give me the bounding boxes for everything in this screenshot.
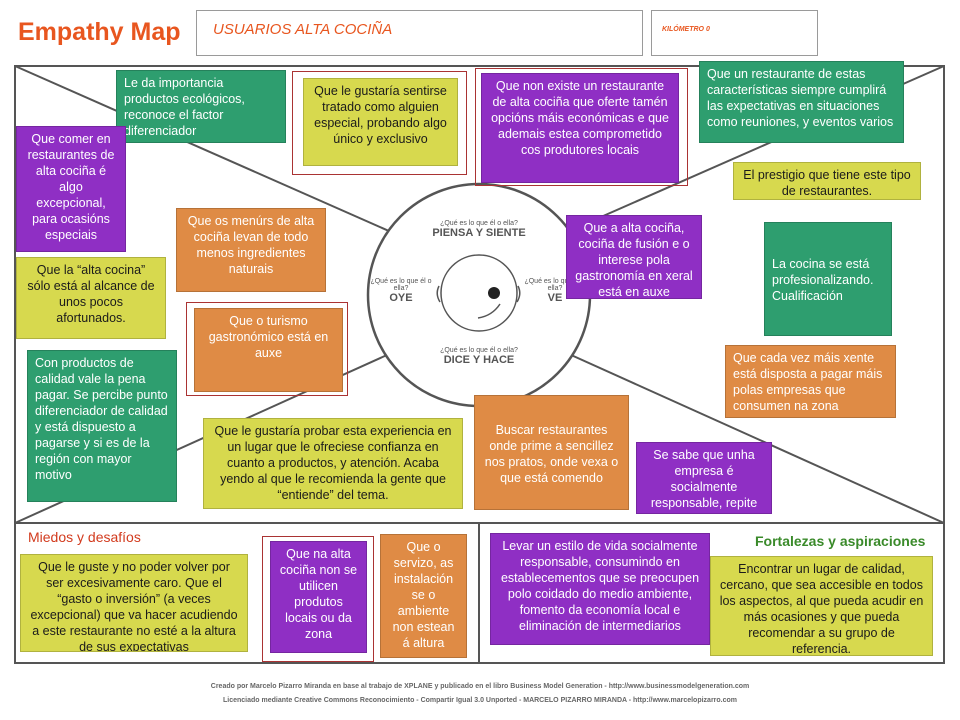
note-menus[interactable]: Que os menúrs de alta cociña levan de to… xyxy=(176,208,326,292)
note-few-lucky[interactable]: Que la “alta cocina” sólo está al alcanc… xyxy=(16,257,166,339)
stage-box[interactable]: KILÓMETRO 0 xyxy=(651,10,818,56)
note-treated-special[interactable]: Que le gustaría sentirse tratado como al… xyxy=(303,78,458,166)
strengths-title: Fortalezas y aspiraciones xyxy=(755,533,926,549)
fear-expensive[interactable]: Que le guste y no poder volver por ser e… xyxy=(20,554,248,652)
note-fusion-cuisine[interactable]: Que a alta cociña, cociña de fusión e o … xyxy=(566,215,702,299)
hear-label: ¿Qué es lo que él o ella? OYE xyxy=(370,278,432,304)
footer-credit: Creado por Marcelo Pizarro Miranda en ba… xyxy=(210,683,750,690)
note-prestige[interactable]: El prestigio que tiene este tipo de rest… xyxy=(733,162,921,200)
segment-label: USUARIOS ALTA COCIÑA xyxy=(213,21,393,38)
note-pay-more[interactable]: Que cada vez máis xente está disposta a … xyxy=(725,345,896,418)
note-quality-products[interactable]: Con productos de calidad vale la pena pa… xyxy=(27,350,177,502)
note-try-experience[interactable]: Que le gustaría probar esta experiencia … xyxy=(203,418,463,509)
note-search-restaurants[interactable]: Buscar restaurantes onde prime a sencill… xyxy=(474,395,629,510)
face-icon xyxy=(436,254,521,332)
diagonal-bottom-right xyxy=(559,349,945,524)
think-label: ¿Qué es lo que él o ella? PIENSA Y SIENT… xyxy=(432,220,526,239)
note-no-restaurant[interactable]: Que non existe un restaurante de alta co… xyxy=(481,73,679,183)
card-frame xyxy=(475,68,688,186)
card-frame xyxy=(186,302,348,396)
page-title: Empathy Map xyxy=(18,18,181,46)
segment-box[interactable]: USUARIOS ALTA COCIÑA xyxy=(196,10,643,56)
say-label: ¿Qué es lo que él o ella? DICE Y HACE xyxy=(440,347,518,366)
see-label: ¿Qué es lo que él o ella? VE xyxy=(524,278,586,304)
fear-service[interactable]: Que o servizo, as instalación se o ambie… xyxy=(380,534,467,658)
strength-quality-place[interactable]: Encontrar un lugar de calidad, cercano, … xyxy=(710,556,933,656)
note-professionalizing[interactable]: La cocina se está profesionalizando. Cua… xyxy=(764,222,892,336)
note-special-occasions[interactable]: Que comer en restaurantes de alta cociña… xyxy=(16,126,126,252)
strength-lifestyle[interactable]: Levar un estilo de vida socialmente resp… xyxy=(490,533,710,645)
note-tourism[interactable]: Que o turismo gastronómico está en auxe xyxy=(194,308,343,392)
stage-label: KILÓMETRO 0 xyxy=(662,26,710,33)
fear-local-products[interactable]: Que na alta cociña non se utilicen produ… xyxy=(270,541,367,653)
note-eco-products[interactable]: Le da importancia productos ecológicos, … xyxy=(116,70,286,143)
diagonal-top-left xyxy=(14,65,399,236)
note-socially-responsible[interactable]: Se sabe que unha empresa é socialmente r… xyxy=(636,442,772,514)
fears-title: Miedos y desafíos xyxy=(28,529,141,545)
card-frame xyxy=(292,71,467,175)
card-frame xyxy=(262,536,374,662)
note-expectations[interactable]: Que un restaurante de estas característi… xyxy=(699,61,904,143)
footer-license: Licenciado mediante Creative Commons Rec… xyxy=(222,697,738,704)
